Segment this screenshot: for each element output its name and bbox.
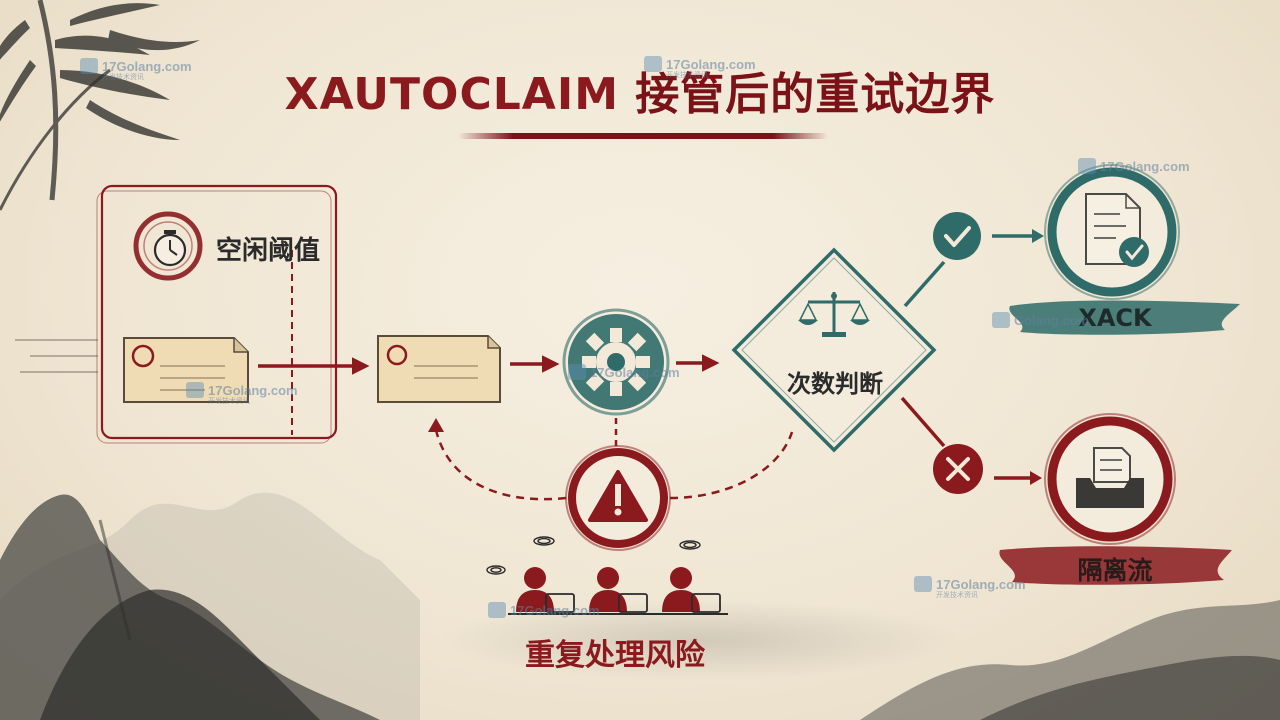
watermark: 17Golang.com (1078, 158, 1190, 174)
document-check-icon (1044, 164, 1180, 300)
watermark: 17Golang.com (568, 364, 680, 380)
gear-icon (562, 308, 670, 416)
envelope-icon (123, 337, 249, 403)
warning-icon (565, 445, 671, 551)
envelope-icon (377, 335, 501, 403)
watermark: Golang.com (992, 312, 1089, 328)
xack-label: XACK (1078, 304, 1152, 332)
xack-brush-stroke (1009, 300, 1240, 335)
dead-letter-brush-stroke (999, 546, 1232, 585)
dead-letter-label: 隔离流 (1077, 556, 1153, 585)
title-underline (458, 133, 828, 139)
page-title: XAUTOCLAIM 接管后的重试边界 (0, 58, 1280, 122)
clock-icon (133, 211, 203, 281)
success-branch-line (903, 260, 946, 308)
dizzy-swirl-icons (486, 536, 701, 575)
retry-loop-left (434, 429, 567, 501)
count-judge-label: 次数判断 (787, 369, 883, 398)
inbox-tray-icon (1044, 413, 1176, 545)
cross-icon (933, 444, 983, 494)
retry-loop-right (669, 431, 794, 500)
watermark: 17Golang.com (488, 602, 600, 618)
scale-icon (798, 292, 870, 337)
title-latin: XAUTOCLAIM (284, 69, 619, 120)
check-icon (933, 212, 981, 260)
worker-icon (516, 567, 721, 613)
title-chinese: 接管后的重试边界 (618, 69, 996, 120)
decision-diamond (731, 247, 937, 453)
speed-lines (15, 339, 98, 373)
failure-branch-line (900, 396, 946, 448)
idle-threshold-label: 空闲阈值 (216, 236, 321, 266)
duplicate-risk-label: 重复处理风险 (525, 638, 705, 673)
idle-threshold-frame (100, 184, 338, 440)
